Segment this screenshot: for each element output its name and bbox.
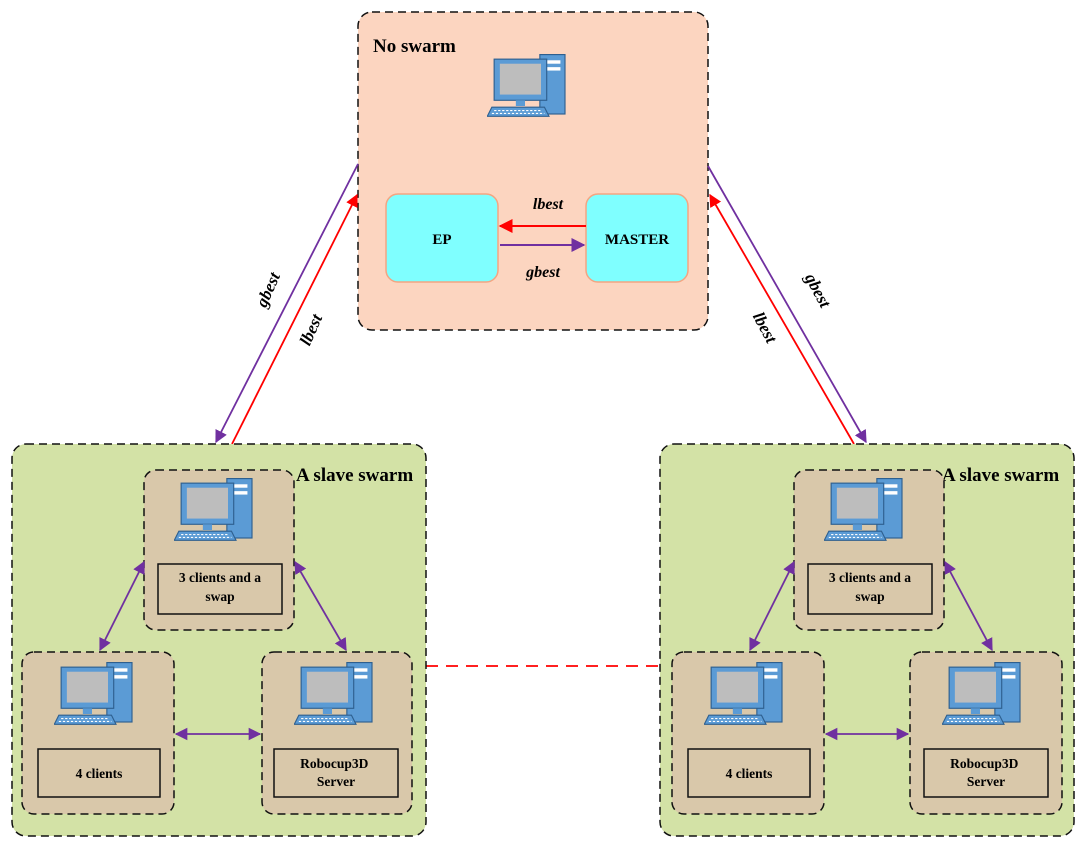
link-top-right [294,560,347,652]
master-region: No swarm EP MASTER lbest gbest [357,11,709,331]
node-right-label: Robocup3D Server [950,756,1022,789]
computer-icon [174,477,253,541]
lbest-label-inner: lbest [533,196,564,213]
left-lbest-label: lbest [296,310,327,348]
left-gbest-arrow [215,163,359,444]
computer-icon [704,661,783,725]
gbest-label-inner: gbest [525,264,560,281]
left-lbest-arrow [231,193,358,445]
computer-icon [942,661,1021,725]
master-label: MASTER [605,232,669,248]
right-gbest-arrow [707,165,867,444]
link-top-left [99,560,145,652]
right-lbest-arrow [709,193,855,445]
right-gbest-label: gbest [801,269,836,312]
node-left: 4 clients [21,651,175,815]
left-gbest-label: gbest [252,268,285,311]
node-right-label: Robocup3D Server [300,756,372,789]
node-left-label: 4 clients [726,766,773,781]
computer-icon [294,661,373,725]
computer-icon [824,477,903,541]
node-right: Robocup3D Server [261,651,413,815]
swarm-title: A slave swarm [942,465,1059,486]
node-left: 4 clients [671,651,825,815]
master-box [585,193,689,283]
swarm-title: A slave swarm [296,465,413,486]
ep-box [385,193,499,283]
ep-label: EP [432,232,451,248]
node-right: Robocup3D Server [909,651,1063,815]
computer-icon [54,661,133,725]
link-top-left [749,560,795,652]
node-left-label: 4 clients [76,766,123,781]
link-top-right [944,560,993,652]
computer-icon [487,53,566,117]
right-lbest-label: lbest [749,309,781,347]
master-region-title: No swarm [373,36,456,57]
